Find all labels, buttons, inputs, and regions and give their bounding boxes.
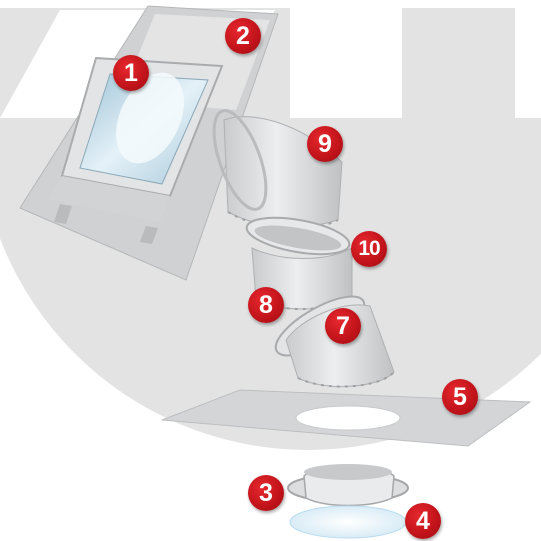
callout-2-badge: 2 (225, 18, 261, 54)
callout-9-badge: 9 (307, 126, 343, 162)
callout-10-badge: 10 (351, 231, 387, 267)
callout-5-badge: 5 (442, 379, 478, 415)
callout-7-badge: 7 (325, 308, 361, 344)
callout-4-badge: 4 (405, 503, 441, 539)
diffuser-assembly (288, 464, 408, 538)
callout-3-badge: 3 (248, 475, 284, 511)
callout-1-badge: 1 (113, 55, 149, 91)
callout-8-badge: 8 (248, 287, 284, 323)
